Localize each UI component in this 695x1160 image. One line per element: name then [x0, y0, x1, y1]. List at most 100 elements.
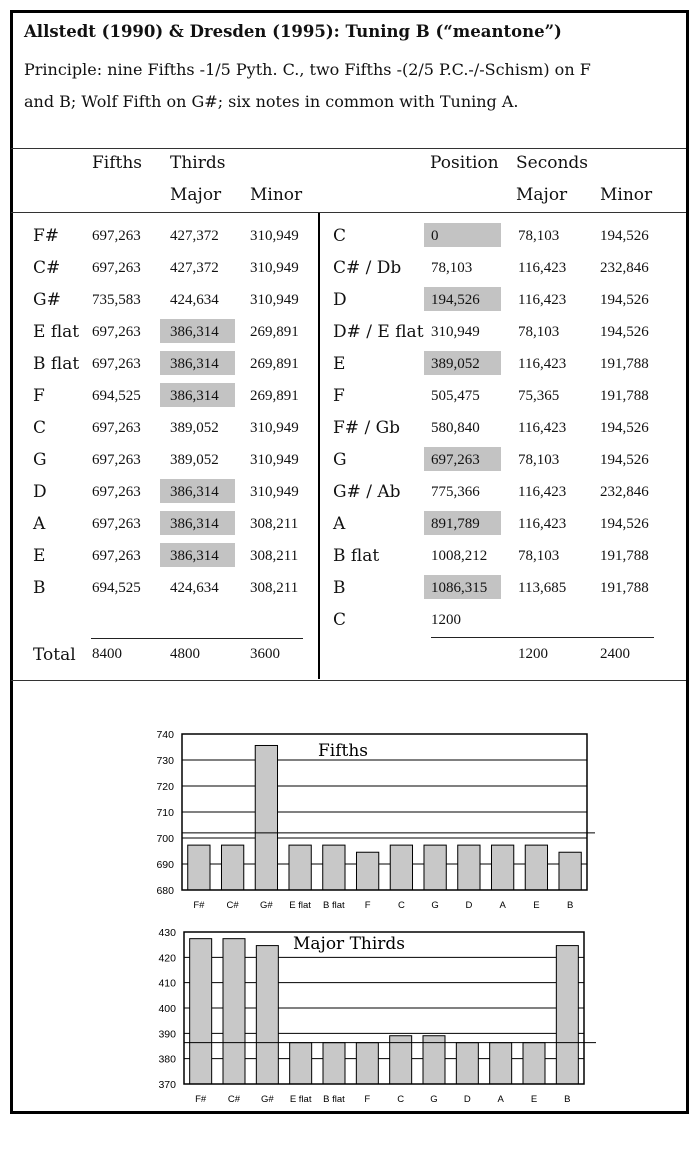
row-major-second-value: 78,103	[518, 324, 560, 340]
row-major-third-value: 424,634	[170, 292, 219, 308]
x-tick-label: A	[499, 900, 506, 911]
row-fifth-value: 697,263	[92, 452, 141, 468]
right-total-rule	[431, 637, 654, 638]
row-position-value: 1086,315	[431, 580, 488, 596]
row-minor-third-value: 310,949	[250, 228, 299, 244]
bar	[455, 1042, 479, 1085]
bar	[322, 1042, 346, 1085]
row-position-value: 1200	[431, 612, 461, 628]
chart-title: Fifths	[318, 741, 368, 761]
row-note-label: C	[333, 610, 347, 630]
row-position-value: 0	[431, 228, 439, 244]
row-note-label: F# / Gb	[333, 418, 401, 438]
row-minor-second-value: 194,526	[600, 452, 649, 468]
row-position-value: 775,366	[431, 484, 480, 500]
y-tick-label: 690	[156, 859, 174, 871]
col-header-thirds-minor: Minor	[250, 185, 303, 205]
x-tick-label: B	[567, 900, 573, 911]
plot-area	[181, 733, 588, 891]
row-note-label: E flat	[33, 322, 80, 342]
row-fifth-value: 697,263	[92, 356, 141, 372]
row-minor-third-value: 308,211	[250, 580, 299, 596]
bar	[423, 844, 447, 891]
row-minor-third-value: 310,949	[250, 420, 299, 436]
row-minor-second-value: 194,526	[600, 228, 649, 244]
x-tick-label: C	[397, 1094, 404, 1105]
row-minor-third-value: 308,211	[250, 548, 299, 564]
shade-highlight	[160, 383, 235, 407]
row-position-value: 1008,212	[431, 548, 488, 564]
divider-header	[11, 148, 686, 149]
row-major-second-value: 116,423	[518, 420, 567, 436]
plot-area	[183, 931, 585, 1085]
divider-vertical	[318, 213, 320, 679]
row-note-label: G#	[33, 290, 61, 310]
col-header-position: Position	[430, 153, 499, 173]
row-note-label: F	[33, 386, 45, 406]
y-tick-label: 390	[158, 1028, 176, 1040]
row-minor-second-value: 191,788	[600, 388, 649, 404]
row-fifth-value: 697,263	[92, 228, 141, 244]
total-fifths: 8400	[92, 646, 122, 662]
row-position-value: 78,103	[431, 260, 473, 276]
bar	[187, 844, 211, 891]
row-major-second-value: 116,423	[518, 292, 567, 308]
row-fifth-value: 735,583	[92, 292, 141, 308]
row-major-second-value: 113,685	[518, 580, 567, 596]
x-tick-label: F	[365, 900, 371, 911]
shade-highlight	[160, 479, 235, 503]
row-minor-third-value: 269,891	[250, 388, 299, 404]
row-note-label: B	[33, 578, 46, 598]
y-tick-label: 710	[156, 807, 174, 819]
x-tick-label: F	[364, 1094, 370, 1105]
divider-tables	[11, 680, 686, 681]
row-note-label: G	[33, 450, 47, 470]
page-frame	[10, 10, 689, 1114]
row-minor-third-value: 269,891	[250, 356, 299, 372]
row-minor-second-value: 194,526	[600, 324, 649, 340]
x-tick-label: D	[464, 1094, 471, 1105]
col-header-seconds-minor: Minor	[600, 185, 653, 205]
total-seconds-minor: 2400	[600, 646, 630, 662]
row-minor-third-value: 310,949	[250, 260, 299, 276]
bar	[189, 938, 213, 1085]
shade-highlight	[160, 543, 235, 567]
chart-title: Major Thirds	[293, 934, 405, 954]
col-header-seconds-major: Major	[516, 185, 568, 205]
row-minor-second-value: 191,788	[600, 356, 649, 372]
row-note-label: E	[333, 354, 346, 374]
x-tick-label: E	[533, 900, 539, 911]
row-major-second-value: 78,103	[518, 548, 560, 564]
bar	[524, 844, 549, 891]
x-tick-label: G	[431, 900, 438, 911]
description-line-1: Principle: nine Fifths -1/5 Pyth. C., tw…	[24, 60, 591, 79]
row-note-label: D	[33, 482, 47, 502]
row-note-label: C	[33, 418, 47, 438]
x-tick-label: B	[564, 1094, 570, 1105]
bar	[389, 844, 414, 891]
row-major-third-value: 389,052	[170, 420, 219, 436]
y-tick-label: 740	[156, 729, 174, 741]
row-major-second-value: 116,423	[518, 260, 567, 276]
total-thirds-major: 4800	[170, 646, 200, 662]
row-fifth-value: 697,263	[92, 260, 141, 276]
row-major-third-value: 427,372	[170, 228, 219, 244]
bar	[489, 1042, 513, 1085]
bar	[289, 1042, 313, 1085]
shade-highlight	[424, 447, 501, 471]
row-major-third-value: 386,314	[170, 484, 219, 500]
row-minor-second-value: 194,526	[600, 420, 649, 436]
row-major-second-value: 116,423	[518, 356, 567, 372]
x-tick-label: D	[465, 900, 472, 911]
x-tick-label: E	[531, 1094, 537, 1105]
y-tick-label: 410	[158, 978, 176, 990]
y-tick-label: 400	[158, 1003, 176, 1015]
y-tick-label: 380	[158, 1054, 176, 1066]
bar	[254, 744, 279, 891]
total-label: Total	[33, 645, 76, 665]
row-position-value: 310,949	[431, 324, 480, 340]
shade-highlight	[424, 575, 501, 599]
row-minor-second-value: 191,788	[600, 580, 649, 596]
row-minor-second-value: 191,788	[600, 548, 649, 564]
